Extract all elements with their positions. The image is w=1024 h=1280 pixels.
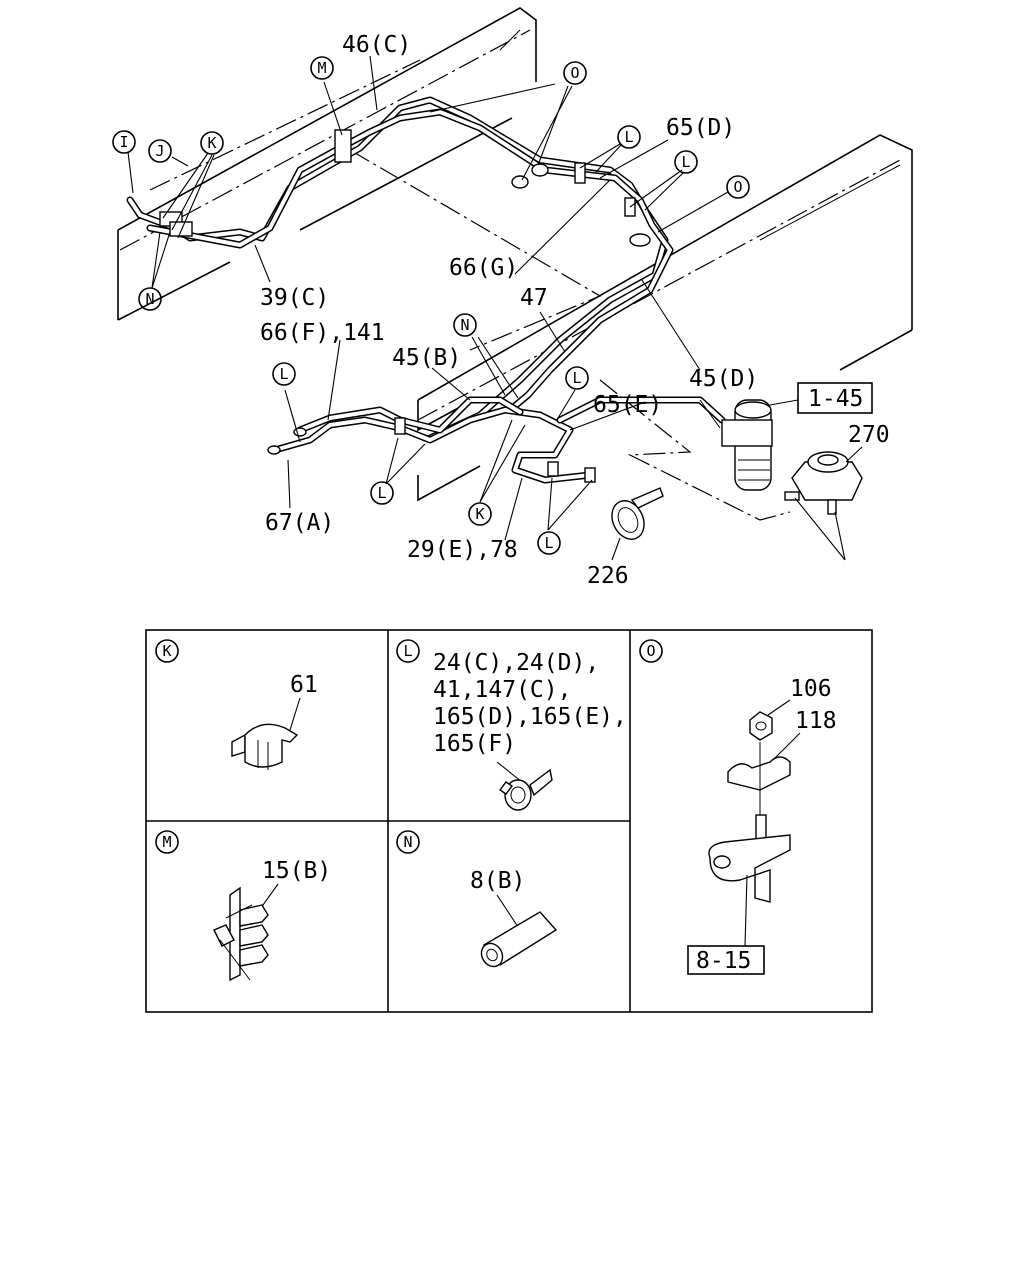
label-l-line4: 165(F) bbox=[433, 731, 516, 757]
label-47: 47 bbox=[520, 285, 548, 311]
label-l-line3: 165(D),165(E), bbox=[433, 704, 627, 730]
label-46c: 46(C) bbox=[342, 32, 411, 58]
fuel-filter-part bbox=[699, 399, 773, 491]
callout-i: I bbox=[112, 130, 136, 154]
callout-k: K bbox=[200, 131, 224, 155]
bolt-bracket-part bbox=[708, 814, 791, 903]
callout-o: O bbox=[726, 175, 750, 199]
label-106: 106 bbox=[790, 676, 832, 702]
svg-text:O: O bbox=[733, 178, 742, 196]
ref-box-8-15 bbox=[687, 945, 765, 975]
svg-text:L: L bbox=[544, 534, 553, 552]
callout-l: L bbox=[565, 366, 589, 390]
svg-text:L: L bbox=[572, 369, 581, 387]
bracket-118-part bbox=[727, 742, 791, 815]
ref-box-1-45 bbox=[797, 382, 873, 414]
svg-text:J: J bbox=[155, 142, 164, 160]
label-226: 226 bbox=[587, 563, 629, 589]
detail-panel-n: N 8(B) bbox=[396, 830, 558, 968]
svg-text:N: N bbox=[145, 290, 154, 308]
svg-text:L: L bbox=[681, 153, 690, 171]
label-8b: 8(B) bbox=[470, 868, 525, 894]
detail-panel-o: O 106 118 8-15 bbox=[639, 639, 837, 975]
label-45d: 45(D) bbox=[689, 366, 758, 392]
label-l-line2: 41,147(C), bbox=[433, 677, 571, 703]
svg-text:L: L bbox=[377, 484, 386, 502]
callout-n: N bbox=[453, 313, 477, 337]
svg-text:L: L bbox=[403, 642, 412, 660]
svg-text:K: K bbox=[475, 505, 484, 523]
fuel-pipes bbox=[126, 96, 726, 484]
callouts: M O I J K N L L bbox=[112, 56, 750, 555]
callout-n: N bbox=[138, 287, 162, 311]
clip-61-part bbox=[231, 723, 299, 770]
callout-j: J bbox=[148, 139, 172, 163]
detail-panel-k: K 61 bbox=[155, 639, 318, 770]
leader-lines bbox=[127, 55, 863, 561]
callout-l: L bbox=[272, 362, 296, 386]
nut-106-part bbox=[749, 711, 773, 741]
hose-8b-part bbox=[480, 911, 558, 968]
callout-k: K bbox=[468, 502, 492, 526]
clip-l-part bbox=[498, 768, 553, 811]
detail-panel-m: M 15(B) bbox=[155, 830, 331, 982]
callout-l: L bbox=[537, 531, 561, 555]
label-61: 61 bbox=[290, 672, 318, 698]
label-1-45: 1-45 bbox=[808, 386, 863, 412]
svg-text:K: K bbox=[207, 134, 216, 152]
callout-l: L bbox=[674, 150, 698, 174]
callout-m: M bbox=[310, 56, 334, 80]
clip-15b-part bbox=[213, 886, 269, 982]
svg-text:O: O bbox=[646, 642, 655, 660]
label-8-15: 8-15 bbox=[696, 948, 751, 974]
label-15b: 15(B) bbox=[262, 858, 331, 884]
svg-text:M: M bbox=[317, 59, 326, 77]
callout-l: L bbox=[617, 125, 641, 149]
svg-text:I: I bbox=[119, 133, 128, 151]
label-45b: 45(B) bbox=[392, 345, 461, 371]
callout-l: L bbox=[370, 481, 394, 505]
hose-clamp-part bbox=[611, 487, 664, 540]
svg-text:M: M bbox=[162, 833, 171, 851]
svg-text:L: L bbox=[279, 365, 288, 383]
part-labels: 46(C) 65(D) 66(G) 39(C) 66(F),141 47 45(… bbox=[260, 32, 890, 589]
label-39c: 39(C) bbox=[260, 285, 329, 311]
label-67a: 67(A) bbox=[265, 510, 334, 536]
fuel-regulator-part bbox=[784, 451, 863, 515]
svg-text:N: N bbox=[403, 833, 412, 851]
svg-text:O: O bbox=[570, 64, 579, 82]
callout-o: O bbox=[563, 61, 587, 85]
label-29e-78: 29(E),78 bbox=[407, 537, 518, 563]
label-65d: 65(D) bbox=[666, 115, 735, 141]
svg-text:L: L bbox=[624, 128, 633, 146]
label-l-line1: 24(C),24(D), bbox=[433, 650, 599, 676]
label-65e: 65(E) bbox=[593, 392, 662, 418]
label-118: 118 bbox=[795, 708, 837, 734]
label-270: 270 bbox=[848, 422, 890, 448]
label-66g: 66(G) bbox=[449, 255, 518, 281]
label-66f-141: 66(F),141 bbox=[260, 320, 385, 346]
svg-text:N: N bbox=[460, 316, 469, 334]
detail-panel-l: L 24(C),24(D), 41,147(C), 165(D),165(E),… bbox=[396, 639, 627, 811]
detail-table: K 61 L 24(C),24(D), 41,147(C), 165(D),16… bbox=[145, 629, 873, 1013]
svg-text:K: K bbox=[162, 642, 171, 660]
